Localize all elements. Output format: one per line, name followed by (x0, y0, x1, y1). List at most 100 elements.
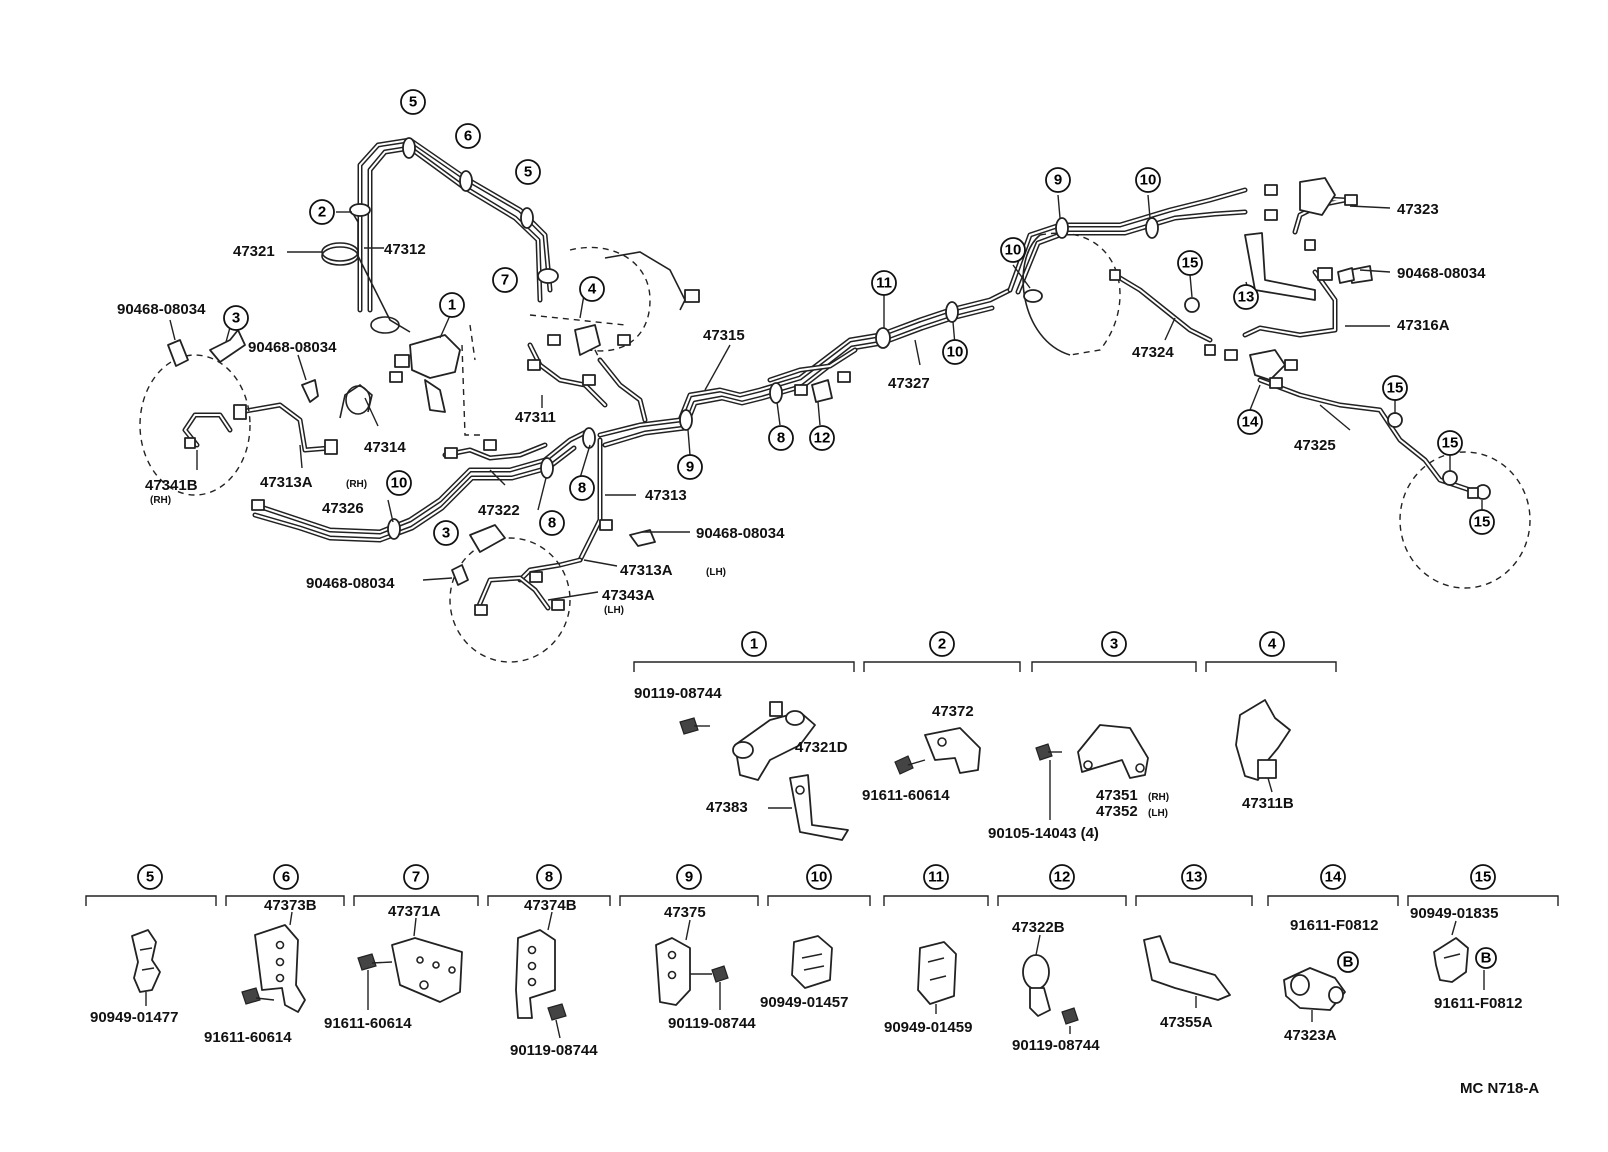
main-part-numbers: 47312 47321 90468-08034 90468-08034 4734… (117, 201, 1486, 616)
label-47341B: 47341B (145, 477, 198, 494)
group-4-callout: 4 (1259, 631, 1285, 657)
label-47313A-rh: 47313A (260, 474, 313, 491)
label-47316A: 47316A (1397, 317, 1450, 334)
group-13-callout: 13 (1181, 864, 1207, 890)
group-14-callout: 14 (1320, 864, 1346, 890)
g4-bracket-label: 47311B (1242, 795, 1294, 812)
svg-text:10: 10 (947, 344, 964, 361)
label-47343A: 47343A (602, 587, 655, 604)
callout-10-rear-a: 10 (1000, 237, 1026, 263)
label-47322: 47322 (478, 502, 520, 519)
svg-text:8: 8 (545, 869, 553, 886)
callout-3-lower: 3 (433, 520, 459, 546)
detail-group-9: 47375 90119-08744 (655, 904, 756, 1032)
g13-bracket-label: 47355A (1160, 1014, 1213, 1031)
callout-15-rear-a: 15 (1177, 250, 1203, 276)
group-5-callout: 5 (137, 864, 163, 890)
g3-bracket-rh-label: 47351 (1096, 787, 1138, 804)
svg-text:7: 7 (412, 869, 420, 886)
svg-text:1: 1 (448, 297, 456, 314)
svg-text:B: B (1343, 954, 1354, 971)
detail-group-1: 90119-08744 47321D 47383 (634, 685, 849, 841)
label-47321: 47321 (233, 243, 275, 260)
group-10-callout: 10 (806, 864, 832, 890)
g9-bolt-label: 90119-08744 (668, 1015, 756, 1032)
svg-text:14: 14 (1325, 869, 1342, 886)
group-7-callout: 7 (403, 864, 429, 890)
label-47341B-note: (RH) (150, 495, 171, 506)
callout-10-center: 10 (942, 339, 968, 365)
callout-10-rear-b: 10 (1135, 167, 1161, 193)
g3-lh-note: (LH) (1148, 808, 1168, 819)
label-90468-d: 90468-08034 (306, 575, 395, 592)
svg-text:2: 2 (938, 636, 946, 653)
callout-4-top: 4 (579, 276, 605, 302)
detail-group-7: 47371A 91611-60614 (324, 903, 463, 1032)
svg-text:4: 4 (588, 281, 597, 298)
detail-group-2: 47372 91611-60614 (862, 703, 981, 804)
group-11-callout: 11 (923, 864, 949, 890)
g12-clamp-label: 47322B (1012, 919, 1065, 936)
label-47313A-rh-note: (RH) (346, 479, 367, 490)
detail-group-6: 47373B 91611-60614 (204, 897, 317, 1046)
g14-union-label: 47323A (1284, 1027, 1337, 1044)
detail-group-10: 90949-01457 (760, 935, 848, 1011)
svg-text:12: 12 (814, 430, 831, 447)
g15-bolt-label: 91611-F0812 (1434, 995, 1522, 1012)
callout-8-left: 8 (539, 510, 565, 536)
svg-text:3: 3 (1110, 636, 1118, 653)
g6-bolt-label: 91611-60614 (204, 1029, 292, 1046)
group-8-callout: 8 (536, 864, 562, 890)
g8-clamp-label: 47374B (524, 897, 577, 914)
svg-text:15: 15 (1387, 380, 1404, 397)
group-3-callout: 3 (1101, 631, 1127, 657)
callout-15-rear-b: 15 (1382, 375, 1408, 401)
svg-text:10: 10 (1140, 172, 1157, 189)
svg-text:14: 14 (1242, 414, 1259, 431)
g15-b-mark: B (1475, 947, 1497, 969)
label-47313: 47313 (645, 487, 687, 504)
g3-bracket-lh-label: 47352 (1096, 803, 1138, 820)
label-90468-b: 90468-08034 (248, 339, 337, 356)
svg-text:10: 10 (1005, 242, 1022, 259)
g14-b-mark: B (1337, 951, 1359, 973)
svg-text:9: 9 (685, 869, 693, 886)
detail-group-11: 90949-01459 (884, 941, 972, 1036)
svg-text:2: 2 (318, 204, 326, 221)
callout-14-rear: 14 (1237, 409, 1263, 435)
callout-15-rear-c: 15 (1437, 430, 1463, 456)
label-90468-a: 90468-08034 (117, 301, 206, 318)
callout-8-center: 8 (569, 475, 595, 501)
label-47312: 47312 (384, 241, 426, 258)
svg-text:15: 15 (1475, 869, 1492, 886)
svg-text:1: 1 (750, 636, 758, 653)
g3-rh-note: (RH) (1148, 792, 1169, 803)
brake-pipes (182, 137, 1473, 611)
label-90468-e: 90468-08034 (1397, 265, 1486, 282)
label-47314: 47314 (364, 439, 406, 456)
g10-clamp-label: 90949-01457 (760, 994, 848, 1011)
callout-5-top-b: 5 (515, 159, 541, 185)
callout-13-rear: 13 (1233, 284, 1259, 310)
group-9-callout: 9 (676, 864, 702, 890)
label-47313A-lh-note: (LH) (706, 567, 726, 578)
g1-bolt-label: 90119-08744 (634, 685, 722, 702)
callout-1-top: 1 (439, 292, 465, 318)
detail-group-12: 47322B 90119-08744 (1012, 919, 1100, 1054)
detail-group-13: 47355A (1143, 935, 1231, 1031)
svg-text:13: 13 (1238, 289, 1255, 306)
label-47324: 47324 (1132, 344, 1174, 361)
g8-bolt-label: 90119-08744 (510, 1042, 598, 1059)
svg-text:11: 11 (928, 869, 944, 886)
detail-brackets-row2: 5 6 7 8 9 10 11 12 13 14 15 (85, 864, 1559, 906)
pipe-clamps (349, 137, 1491, 540)
svg-text:6: 6 (282, 869, 290, 886)
group-15-callout: 15 (1470, 864, 1496, 890)
group-1-callout: 1 (741, 631, 767, 657)
leader-lines (169, 194, 1483, 601)
svg-text:13: 13 (1186, 869, 1203, 886)
label-47311: 47311 (515, 409, 556, 426)
g14-bolt-label: 91611-F0812 (1290, 917, 1378, 934)
svg-text:8: 8 (777, 430, 785, 447)
group-6-callout: 6 (273, 864, 299, 890)
